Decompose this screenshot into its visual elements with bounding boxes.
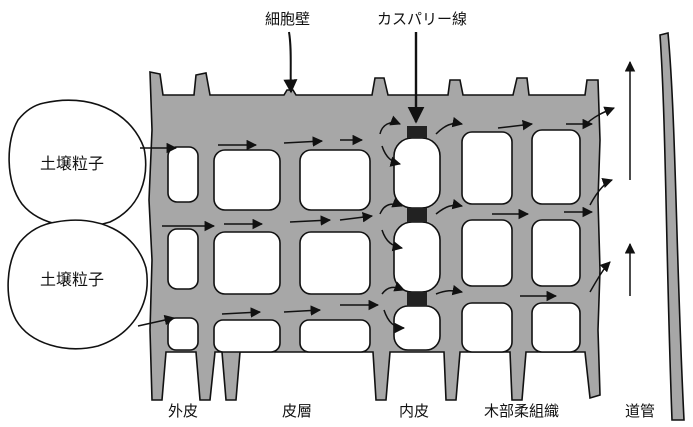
tissue-label-endodermis: 内皮	[399, 402, 430, 420]
cell	[461, 302, 513, 353]
cell	[213, 319, 281, 353]
cell	[167, 228, 199, 290]
cell	[213, 149, 281, 211]
tissue-label-epidermis: 外皮	[168, 402, 199, 420]
cell	[461, 219, 513, 287]
cell	[461, 131, 513, 205]
cell	[531, 219, 581, 287]
cell	[299, 319, 371, 353]
cell	[299, 149, 371, 211]
cell	[213, 231, 281, 295]
xylem-vessel	[659, 31, 685, 421]
soil-particle-label: 土壌粒子	[40, 154, 105, 173]
cell	[531, 302, 581, 353]
endodermis-cell	[393, 221, 441, 293]
cell	[167, 317, 199, 351]
cell-grid	[167, 129, 581, 353]
cell-wall-pointer	[283, 31, 298, 94]
water-flow-arrows	[137, 60, 636, 334]
casparian-strip-label: カスパリー線	[377, 10, 468, 28]
tissue-label-vessel: 道管	[625, 402, 656, 420]
tissue-label-cortex: 皮層	[282, 402, 313, 420]
endodermis-cell	[393, 137, 441, 209]
cell	[531, 129, 581, 205]
tissue-label-xylem-parenchyma: 木部柔組織	[484, 402, 560, 420]
soil-particle-label: 土壌粒子	[40, 270, 105, 289]
cell-wall-label: 細胞壁	[265, 10, 311, 28]
soil-particle	[7, 219, 148, 350]
cell	[167, 146, 199, 203]
cell	[299, 231, 371, 295]
casparian-strips	[407, 126, 427, 306]
